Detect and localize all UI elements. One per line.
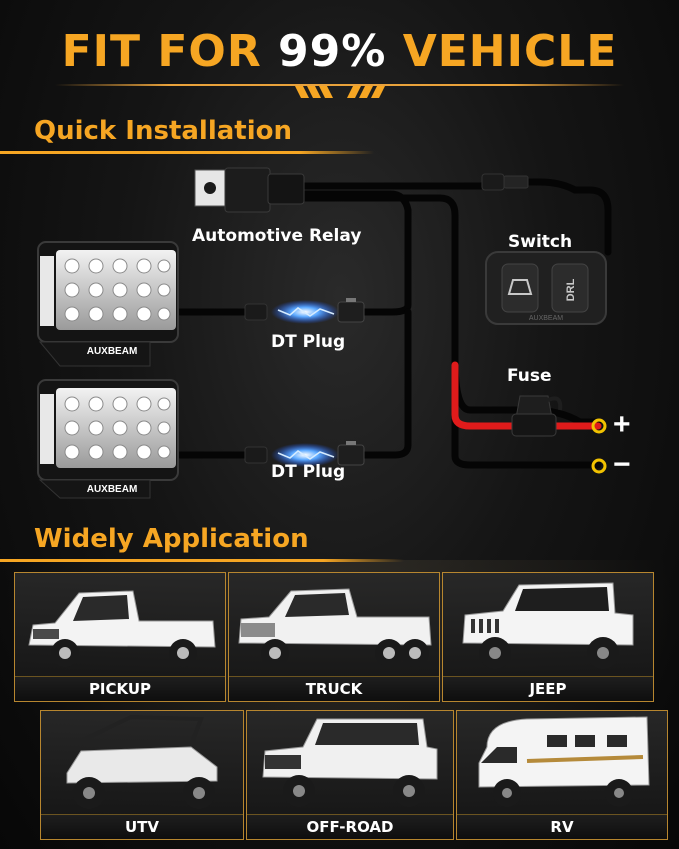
vehicle-label: RV — [457, 814, 667, 839]
negative-symbol: − — [613, 448, 631, 481]
dt-plug-top — [244, 298, 365, 324]
light-brand-top: AUXBEAM — [87, 346, 138, 357]
positive-wire — [451, 361, 602, 430]
switch-mode-label: DRL — [565, 278, 577, 301]
switch-connector — [481, 173, 529, 191]
headline-number: 99% — [278, 26, 387, 77]
fuse-holder — [511, 395, 563, 437]
jeep-icon — [462, 582, 634, 669]
dt-plug-top-label: DT Plug — [271, 332, 346, 352]
vehicle-card-off-road[interactable]: OFF-ROAD — [246, 710, 454, 840]
dt-plug-bottom — [244, 441, 365, 467]
switch-panel[interactable] — [485, 251, 607, 325]
vehicle-card-truck[interactable]: TRUCK — [228, 572, 440, 702]
quick-installation-title: Quick Installation — [0, 112, 374, 154]
headline-divider — [55, 84, 624, 86]
light-pod-bottom — [37, 379, 179, 499]
headline-prefix: FIT FOR — [61, 26, 262, 77]
widely-application-title: Widely Application — [0, 520, 404, 562]
vehicle-card-utv[interactable]: UTV — [40, 710, 244, 840]
vehicle-card-jeep[interactable]: JEEP — [442, 572, 654, 702]
automotive-relay — [194, 167, 305, 213]
headline: FIT FOR 99% VEHICLE — [0, 26, 679, 77]
rv-icon — [478, 716, 650, 807]
switch-label: Switch — [508, 232, 573, 252]
light-pod-top — [37, 241, 179, 367]
vehicle-card-pickup[interactable]: PICKUP — [14, 572, 226, 702]
vehicle-card-rv[interactable]: RV — [456, 710, 668, 840]
off-road-icon — [262, 718, 438, 807]
pickup-icon — [28, 590, 216, 667]
headline-suffix: VEHICLE — [402, 26, 618, 77]
vehicle-label: OFF-ROAD — [247, 814, 453, 839]
dt-plug-bottom-label: DT Plug — [271, 462, 346, 482]
vehicle-label: UTV — [41, 814, 243, 839]
fuse-label: Fuse — [507, 366, 552, 386]
light-mode-icon — [507, 279, 533, 295]
positive-terminal-icon — [591, 418, 607, 434]
chevron-ornament-icon — [295, 86, 385, 98]
wiring-diagram: DRL AUXBEAM — [37, 167, 612, 499]
vehicle-label: TRUCK — [229, 676, 439, 701]
negative-terminal-icon — [591, 458, 607, 474]
vehicle-label: JEEP — [443, 676, 653, 701]
relay-label: Automotive Relay — [192, 226, 362, 246]
utv-icon — [66, 714, 218, 809]
truck-icon — [238, 588, 432, 667]
switch-brand: AUXBEAM — [529, 315, 563, 322]
vehicle-label: PICKUP — [15, 676, 225, 701]
light-brand-bottom: AUXBEAM — [87, 484, 138, 495]
positive-symbol: + — [613, 408, 631, 441]
